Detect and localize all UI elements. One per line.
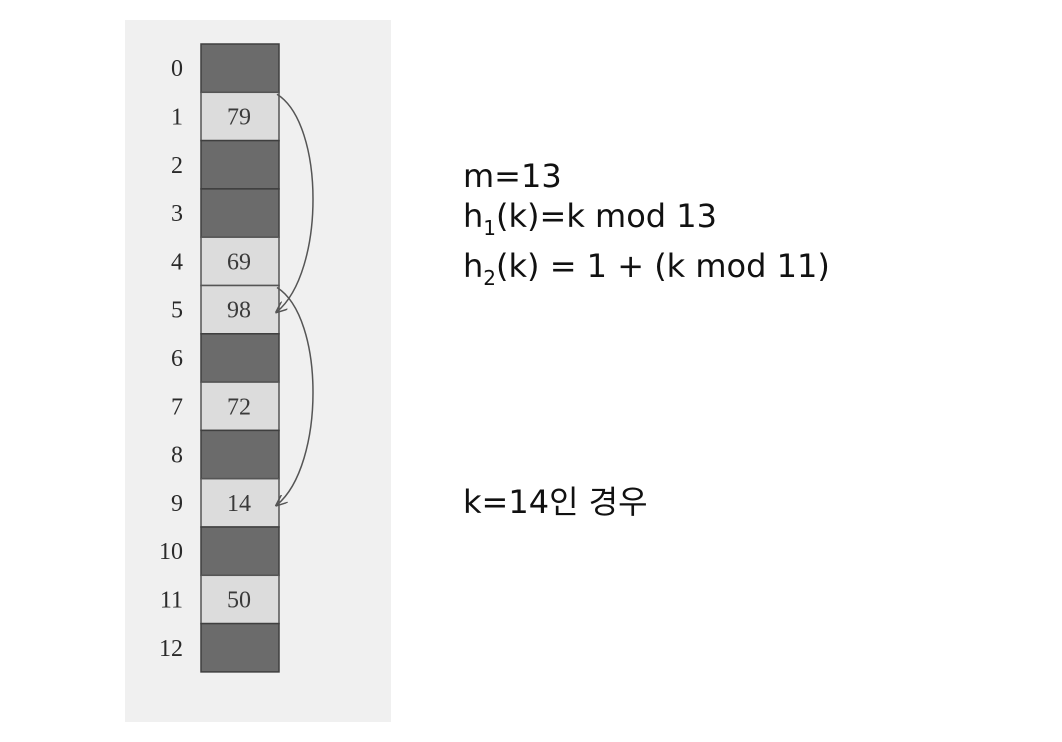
slot-value-label: 72 xyxy=(227,394,251,420)
slot-index-label: 7 xyxy=(171,394,183,420)
slot-filled xyxy=(200,236,280,287)
slot-value-label: 69 xyxy=(227,249,251,275)
slot-index-label: 0 xyxy=(171,56,183,82)
slot-index-label: 8 xyxy=(171,443,183,469)
slot-empty xyxy=(200,139,280,190)
slot-empty xyxy=(200,526,280,577)
slot-index-label: 9 xyxy=(171,491,183,517)
slot-index-label: 6 xyxy=(171,346,183,372)
slot-index-label: 5 xyxy=(171,298,183,324)
slot-index-label: 2 xyxy=(171,153,183,179)
formula-h2-body: (k) = 1 + (k mod 11) xyxy=(496,247,830,285)
formula-h1: h1(k)=k mod 13 xyxy=(463,197,717,238)
slot-value-label: 79 xyxy=(227,104,251,130)
slot-filled xyxy=(200,574,280,625)
slot-index-label: 10 xyxy=(159,539,183,565)
formula-h2-name: h xyxy=(463,247,484,285)
slot-value-label: 14 xyxy=(227,491,251,517)
slot-index-label: 11 xyxy=(160,587,183,613)
slot-value-label: 98 xyxy=(227,298,251,324)
formula-m: m=13 xyxy=(463,157,562,195)
slot-empty xyxy=(200,43,280,94)
formula-h2-subscript: 2 xyxy=(483,266,497,290)
slot-index-label: 12 xyxy=(159,636,183,662)
slot-empty xyxy=(200,333,280,383)
hash-table-diagram: 0 1 79 2 3 4 69 5 98 6 7 72 8 9 14 10 11 50 12 xyxy=(159,43,314,673)
slot-empty xyxy=(200,188,280,238)
formula-h2: h2(k) = 1 + (k mod 11) xyxy=(463,247,830,288)
slot-value-label: 50 xyxy=(227,587,251,613)
slot-filled xyxy=(200,91,280,142)
slot-index-label: 3 xyxy=(171,201,183,227)
formula-h1-subscript: 1 xyxy=(483,216,497,240)
formula-h1-body: (k)=k mod 13 xyxy=(496,197,717,235)
slot-empty xyxy=(200,429,280,480)
probe-arrow xyxy=(277,286,314,505)
formula-h1-name: h xyxy=(463,197,484,235)
slot-index-label: 4 xyxy=(171,249,183,275)
slot-index-label: 1 xyxy=(171,104,183,130)
slot-filled xyxy=(200,381,280,432)
probe-arrow xyxy=(277,93,314,311)
slot-empty xyxy=(200,622,280,673)
hash-table-panel: 0 1 79 2 3 4 69 5 98 6 7 72 8 9 14 10 11 50 12 xyxy=(125,20,391,722)
case-label: k=14인 경우 xyxy=(463,483,648,521)
